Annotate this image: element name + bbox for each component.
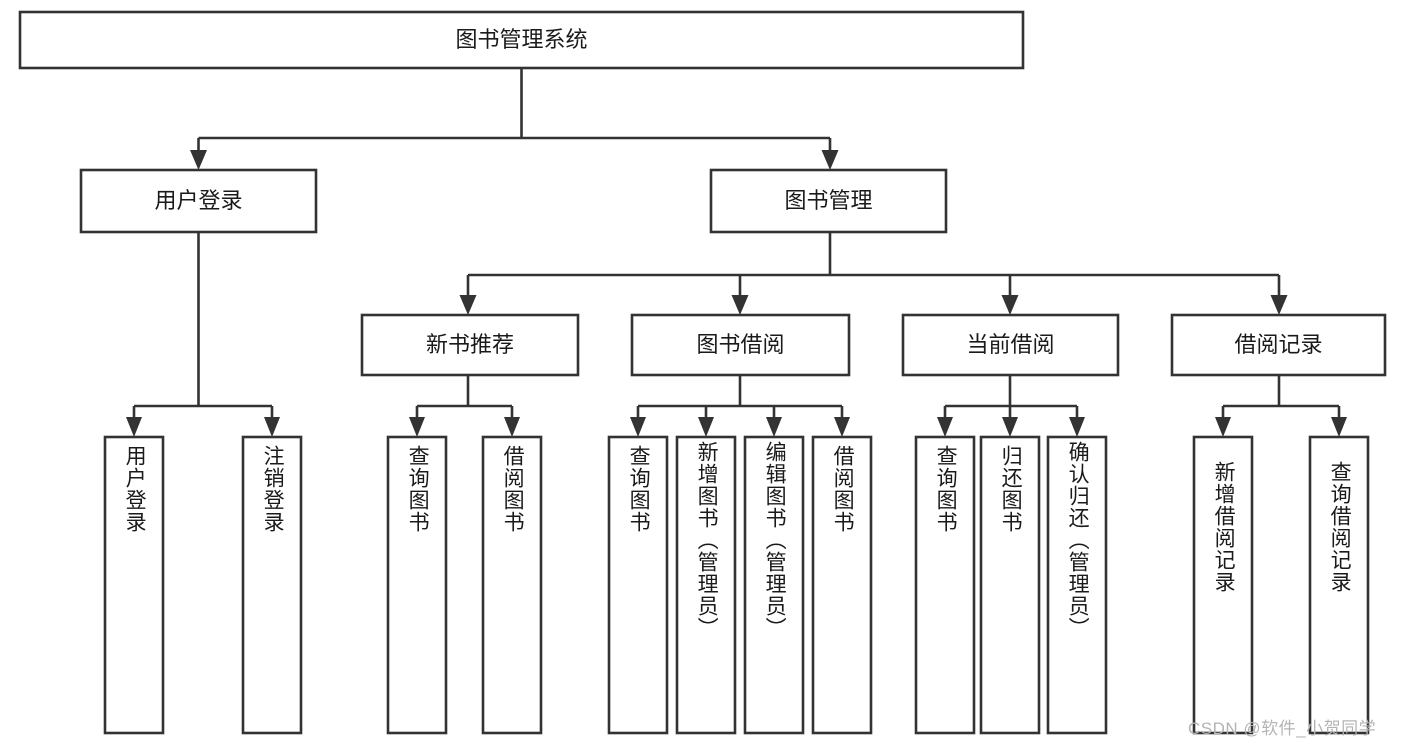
leaf-logout[interactable]: 注销登录 — [243, 437, 301, 733]
arrowhead-borrow-records — [1270, 295, 1288, 315]
node-root-system-box[interactable] — [18, 10, 1025, 70]
arrowhead-nb-query-book — [409, 417, 425, 437]
leaf-cb-return-book[interactable]: 归还图书 — [981, 437, 1039, 733]
leaf-label-logout: 注销登录 — [261, 445, 285, 533]
node-user-login-box[interactable] — [79, 168, 318, 234]
leaf-label-bb-query-book: 查询图书 — [627, 445, 651, 533]
leaf-box-bb-query-book[interactable] — [607, 435, 669, 735]
leaf-label-bb-add-book: 新增图书（管理员） — [695, 441, 719, 639]
node-user-login-label: 用户登录 — [154, 188, 242, 213]
node-book-management-label: 图书管理 — [784, 188, 872, 213]
leaf-label-nb-query-book: 查询图书 — [406, 445, 430, 533]
watermark: CSDN @软件_小贺同学 — [1188, 719, 1377, 738]
leaf-label-bb-edit-book: 编辑图书（管理员） — [763, 441, 787, 639]
arrowhead-nb-borrow-book — [504, 417, 520, 437]
node-book-management-box[interactable] — [709, 168, 948, 234]
arrowhead-new-book-rec — [459, 295, 477, 315]
leaf-box-nb-query-book[interactable] — [386, 435, 448, 735]
leaf-bb-query-book[interactable]: 查询图书 — [609, 437, 667, 733]
node-borrow-records-box[interactable] — [1170, 313, 1387, 377]
arrowhead-br-add-record — [1215, 417, 1231, 437]
node-current-borrow-label: 当前借阅 — [966, 332, 1054, 357]
arrowhead-bb-query-book — [630, 417, 646, 437]
leaf-br-query-record[interactable]: 查询借阅记录 — [1310, 437, 1368, 733]
connector-bookmgmt-to-level2 — [459, 232, 1288, 315]
arrowhead-br-query-record — [1331, 417, 1347, 437]
leaf-label-cb-return-book: 归还图书 — [999, 445, 1023, 533]
leaf-box-bb-add-book[interactable] — [675, 435, 737, 735]
leaf-label-nb-borrow-book: 借阅图书 — [501, 445, 525, 533]
node-root-system-label: 图书管理系统 — [455, 27, 587, 52]
leaf-bb-edit-book[interactable]: 编辑图书（管理员） — [745, 437, 803, 733]
arrowhead-bb-add-book — [698, 417, 714, 437]
leaf-cb-confirm-return[interactable]: 确认归还（管理员） — [1048, 437, 1106, 733]
node-new-book-recommend-label: 新书推荐 — [426, 332, 514, 357]
node-current-borrow-box[interactable] — [901, 313, 1120, 377]
arrowhead-cb-return-book — [1002, 417, 1018, 437]
node-current-borrow[interactable]: 当前借阅 — [901, 313, 1120, 377]
connector-newbook-to-leaves — [409, 375, 520, 437]
leaf-cb-query-book[interactable]: 查询图书 — [916, 437, 974, 733]
leaf-bb-borrow-book[interactable]: 借阅图书 — [813, 437, 871, 733]
leaf-box-cb-confirm-return[interactable] — [1046, 435, 1108, 735]
arrowhead-book-borrow — [731, 295, 749, 315]
node-new-book-recommend-box[interactable] — [360, 313, 580, 377]
leaf-box-br-add-record[interactable] — [1192, 435, 1254, 735]
node-new-book-recommend[interactable]: 新书推荐 — [360, 313, 580, 377]
leaf-label-br-add-record: 新增借阅记录 — [1212, 461, 1236, 593]
node-book-management[interactable]: 图书管理 — [709, 168, 948, 234]
node-user-login[interactable]: 用户登录 — [79, 168, 318, 234]
leaf-nb-query-book[interactable]: 查询图书 — [388, 437, 446, 733]
connector-userlogin-to-leaves — [126, 232, 280, 437]
node-book-borrow[interactable]: 图书借阅 — [630, 313, 851, 377]
node-book-borrow-box[interactable] — [630, 313, 851, 377]
arrowhead-current-borrow — [1001, 295, 1019, 315]
leaf-label-cb-query-book: 查询图书 — [934, 445, 958, 533]
leaf-user-login[interactable]: 用户登录 — [105, 437, 163, 733]
leaf-nb-borrow-book[interactable]: 借阅图书 — [483, 437, 541, 733]
node-borrow-records-label: 借阅记录 — [1234, 332, 1322, 357]
node-borrow-records[interactable]: 借阅记录 — [1170, 313, 1387, 377]
leaf-box-logout[interactable] — [241, 435, 303, 735]
leaf-br-add-record[interactable]: 新增借阅记录 — [1194, 437, 1252, 733]
leaf-box-br-query-record[interactable] — [1308, 435, 1370, 735]
leaf-box-cb-return-book[interactable] — [979, 435, 1041, 735]
leaf-label-cb-confirm-return: 确认归还（管理员） — [1066, 441, 1090, 639]
node-book-borrow-label: 图书借阅 — [696, 332, 784, 357]
arrowhead-bb-borrow-book — [834, 417, 850, 437]
leaf-label-user-login: 用户登录 — [123, 445, 147, 533]
connector-root-to-level1 — [190, 68, 839, 170]
leaf-label-br-query-record: 查询借阅记录 — [1328, 461, 1352, 593]
arrowhead-leaf-user-login — [126, 417, 142, 437]
leaf-box-user-login[interactable] — [103, 435, 165, 735]
leaf-bb-add-book[interactable]: 新增图书（管理员） — [677, 437, 735, 733]
connector-bookborrow-to-leaves — [630, 375, 850, 437]
node-root-system[interactable]: 图书管理系统 — [18, 10, 1025, 70]
arrowhead-bb-edit-book — [766, 417, 782, 437]
connector-borrowrecords-to-leaves — [1215, 375, 1347, 437]
arrowhead-cb-query-book — [937, 417, 953, 437]
arrowhead-cb-confirm-return — [1069, 417, 1085, 437]
leaf-box-bb-borrow-book[interactable] — [811, 435, 873, 735]
leaf-box-nb-borrow-book[interactable] — [481, 435, 543, 735]
arrowhead-user-login — [190, 150, 207, 170]
leaf-label-bb-borrow-book: 借阅图书 — [831, 445, 855, 533]
arrowhead-leaf-logout — [264, 417, 280, 437]
connector-currentborrow-to-leaves — [937, 375, 1085, 437]
leaf-box-cb-query-book[interactable] — [914, 435, 976, 735]
arrowhead-book-mgmt — [821, 150, 839, 170]
leaf-box-bb-edit-book[interactable] — [743, 435, 805, 735]
